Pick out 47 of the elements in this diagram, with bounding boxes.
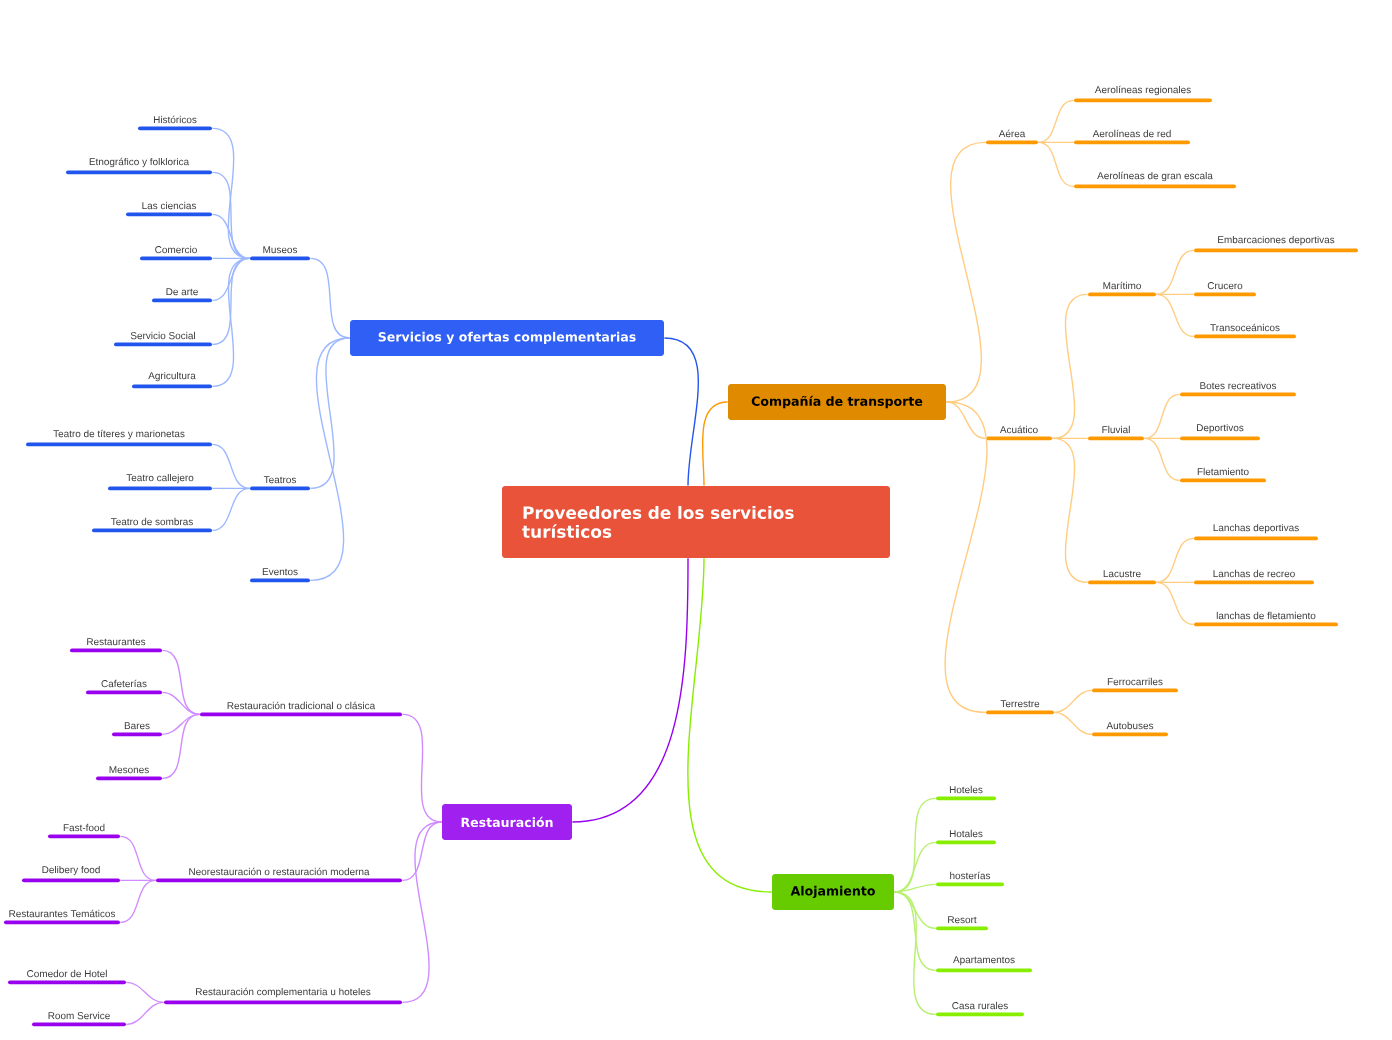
branch-line — [211, 443, 251, 490]
branch-line — [309, 257, 351, 339]
branch-line — [1051, 293, 1089, 440]
branch-line — [945, 401, 987, 440]
branch-line — [211, 487, 251, 490]
central-topic-box: Proveedores de los servicios turísticos — [502, 485, 890, 558]
branch-line — [893, 891, 937, 1016]
branch-line — [1037, 99, 1075, 144]
branch-line — [211, 213, 251, 260]
branch-line — [1155, 581, 1195, 626]
branch-line — [1037, 141, 1075, 188]
branch-line — [1053, 689, 1093, 714]
branch-line — [119, 879, 157, 882]
branch-line — [401, 821, 443, 882]
branch-line — [687, 557, 773, 893]
branch-line — [161, 713, 201, 736]
branch-line — [1155, 293, 1195, 338]
branch-line — [893, 841, 937, 893]
branch-line — [161, 691, 201, 716]
branch-line — [1143, 437, 1181, 440]
branch-line — [401, 821, 443, 1004]
branch-line — [1155, 581, 1195, 584]
branch-line — [945, 141, 987, 403]
branch-line — [401, 713, 443, 823]
branch-line — [1051, 437, 1089, 584]
branch-line — [161, 713, 201, 780]
branch-line — [309, 337, 351, 582]
branch-line — [125, 981, 165, 1004]
branch-line — [1143, 437, 1181, 482]
branch-line — [211, 257, 251, 346]
branch-line — [663, 337, 699, 487]
branch-line — [211, 487, 251, 532]
branch-line — [119, 879, 157, 924]
branch-line — [1143, 393, 1181, 440]
branch-line — [125, 1001, 165, 1026]
branch-line — [211, 257, 251, 388]
branch-line — [944, 401, 988, 714]
branch-line — [571, 557, 689, 823]
branch-line — [893, 883, 937, 893]
branch-line — [1053, 711, 1093, 736]
branch-line — [893, 891, 937, 930]
branch-line — [119, 835, 157, 882]
branch-line — [1155, 293, 1195, 296]
branch-line — [1155, 537, 1195, 584]
branch-line — [1037, 141, 1075, 144]
branch-line — [1155, 249, 1195, 296]
branch-line — [701, 401, 729, 487]
